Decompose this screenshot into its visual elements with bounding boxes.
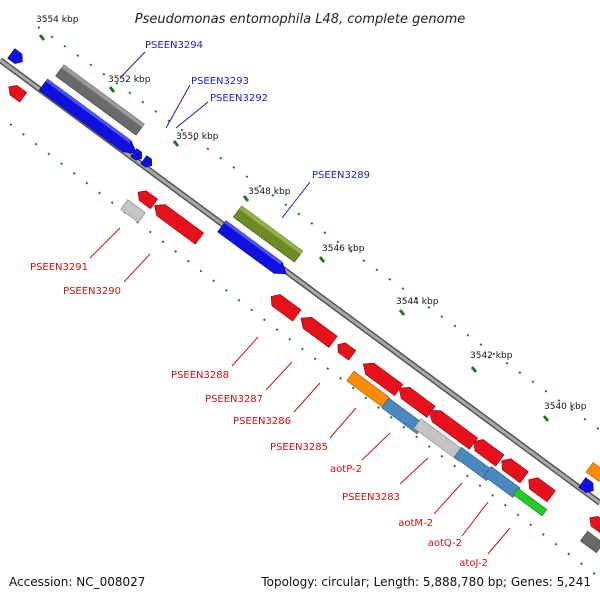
- gene-arrow[interactable]: [7, 48, 26, 67]
- gene-arrow[interactable]: [586, 513, 600, 534]
- gene-arrow[interactable]: [334, 340, 357, 361]
- top-gene-labels: PSEEN3294 PSEEN3293 PSEEN3292 PSEEN3289: [145, 40, 370, 181]
- major-tick: [542, 415, 550, 422]
- outer-tick-rail: [37, 26, 600, 431]
- gene-arrow[interactable]: [38, 78, 141, 159]
- tick-label: 3544 kbp: [396, 297, 439, 307]
- map-title: Pseudomonas entomophila L48, complete ge…: [135, 12, 466, 27]
- leader-line: [293, 382, 321, 413]
- bottom-gene-labels: PSEEN3291 PSEEN3290 PSEEN3288 PSEEN3287 …: [30, 262, 488, 569]
- major-ticks: [38, 34, 550, 422]
- leader-line: [433, 482, 463, 515]
- gene-arrow[interactable]: [525, 474, 556, 503]
- tick-label: 3542 kbp: [470, 351, 513, 361]
- tick-label: 3552 kbp: [108, 75, 151, 85]
- gene-arrow[interactable]: [140, 155, 155, 170]
- leader-line: [265, 361, 293, 391]
- gene-bar[interactable]: [232, 205, 304, 263]
- gene-label[interactable]: PSEEN3294: [145, 40, 203, 51]
- gene-arrow[interactable]: [297, 312, 338, 348]
- gene-label[interactable]: PSEEN3286: [233, 416, 291, 427]
- gene-label[interactable]: PSEEN3291: [30, 262, 88, 273]
- gene-arrow[interactable]: [130, 148, 145, 163]
- tick-label: 3540 kbp: [544, 402, 587, 412]
- gene-arrow[interactable]: [470, 436, 505, 467]
- major-tick: [172, 140, 180, 147]
- tick-label: 3550 kbp: [176, 132, 219, 142]
- gene-bar[interactable]: [512, 487, 548, 517]
- gene-label[interactable]: PSEEN3288: [171, 370, 229, 381]
- forward-genes: [7, 48, 600, 496]
- major-tick: [398, 309, 406, 316]
- major-tick: [38, 34, 46, 41]
- leader-lines: [89, 51, 511, 555]
- tick-label: 3554 kbp: [36, 15, 79, 25]
- major-tick: [242, 195, 250, 202]
- gene-arrow[interactable]: [134, 187, 158, 210]
- gene-label[interactable]: PSEEN3287: [205, 394, 263, 405]
- leader-line: [281, 181, 311, 219]
- gene-label[interactable]: aotQ-2: [428, 538, 462, 549]
- leader-line: [329, 407, 357, 439]
- gene-label[interactable]: PSEEN3285: [270, 442, 328, 453]
- gene-bar[interactable]: [580, 530, 600, 554]
- gene-bar[interactable]: [585, 462, 600, 482]
- leader-line: [361, 432, 391, 461]
- gene-arrow[interactable]: [424, 405, 479, 450]
- major-tick: [108, 86, 116, 93]
- gene-label[interactable]: aotM-2: [398, 518, 433, 529]
- gene-label[interactable]: PSEEN3289: [312, 170, 370, 181]
- leader-line: [461, 501, 489, 537]
- tick-rails: [9, 26, 600, 579]
- gene-label[interactable]: PSEEN3293: [191, 76, 249, 87]
- leader-line: [231, 336, 259, 367]
- gene-arrow[interactable]: [395, 382, 436, 418]
- accession-text: Accession: NC_008027: [9, 575, 145, 589]
- gene-label[interactable]: PSEEN3290: [63, 286, 121, 297]
- gene-arrow[interactable]: [217, 220, 291, 280]
- reverse-genes: [5, 82, 600, 554]
- gene-arrow[interactable]: [578, 477, 597, 496]
- gene-label[interactable]: PSEEN3283: [342, 492, 400, 503]
- gene-arrow[interactable]: [359, 358, 404, 397]
- leader-line: [119, 51, 146, 79]
- gene-label[interactable]: aotP-2: [330, 464, 362, 475]
- leader-line: [165, 84, 191, 129]
- leader-line: [399, 457, 429, 485]
- leader-line: [175, 101, 209, 129]
- tick-labels: 3554 kbp 3552 kbp 3550 kbp 3548 kbp 3546…: [36, 15, 587, 412]
- gene-bar[interactable]: [120, 199, 146, 223]
- gene-label[interactable]: atoJ-2: [459, 558, 488, 569]
- gene-arrow[interactable]: [150, 200, 205, 245]
- gene-bar[interactable]: [55, 64, 145, 136]
- major-tick: [470, 366, 478, 373]
- leader-line: [123, 253, 151, 283]
- gene-arrow[interactable]: [267, 291, 302, 322]
- leader-line: [487, 527, 511, 555]
- gene-arrow[interactable]: [498, 455, 529, 484]
- gene-label[interactable]: PSEEN3292: [210, 93, 268, 104]
- gene-arrow[interactable]: [5, 82, 28, 103]
- genome-summary-text: Topology: circular; Length: 5,888,780 bp…: [260, 575, 591, 589]
- leader-line: [89, 227, 121, 259]
- major-tick: [318, 256, 326, 263]
- tick-label: 3546 kbp: [322, 244, 365, 254]
- tick-label: 3548 kbp: [248, 187, 291, 197]
